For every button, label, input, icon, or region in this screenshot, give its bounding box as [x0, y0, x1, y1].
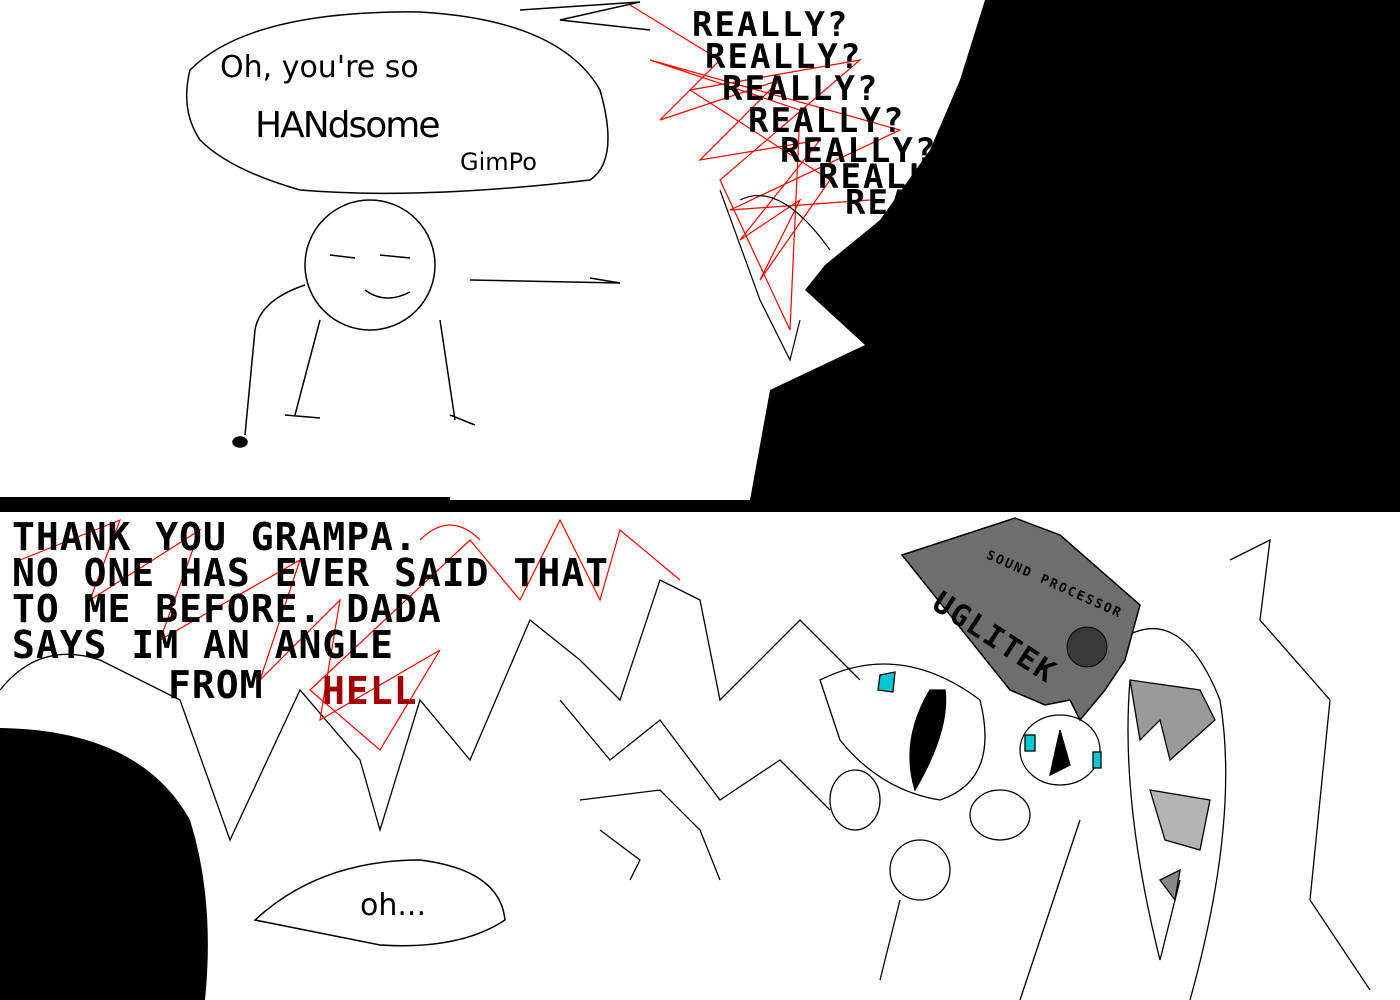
caption-line: FROM: [168, 663, 264, 707]
shout-line: REALLY?: [705, 37, 863, 77]
shout-line: REALLY?: [748, 101, 906, 141]
shout-line: REALLY?: [780, 131, 938, 171]
caption-line: NO ONE HAS EVER SAID THAT: [12, 551, 609, 595]
uglitek-sign: [900, 517, 1141, 722]
black-void-top: [750, 0, 1400, 500]
small-bubble-text: oh...: [360, 888, 426, 923]
speech-line-2: HANdsome: [255, 105, 440, 146]
red-scribble-bottom: [19, 518, 681, 751]
shout-line: REALLY?: [818, 157, 976, 197]
speech-line-3: GimPo: [460, 148, 537, 176]
small-speech-bubble: [253, 859, 506, 947]
caption-emphasis: HELL: [322, 669, 418, 713]
monster-creature: [819, 538, 1371, 1000]
shout-line: REALLY?: [692, 5, 850, 45]
caption-line: TO ME BEFORE. DADA: [12, 587, 442, 631]
speech-bubble-outline: [185, 11, 609, 195]
caption-line: THANK YOU GRAMPA.: [12, 515, 418, 559]
globe-icon: [1066, 626, 1108, 668]
stick-figure: [232, 199, 621, 448]
red-scribble: [629, 4, 902, 331]
shout-line: REALLY?: [722, 69, 880, 109]
black-void-bottom: [0, 728, 208, 1000]
caption-line: SAYS IM AN ANGLE: [12, 623, 395, 667]
shout-line: REALLY?: [845, 183, 1003, 223]
speech-line-1: Oh, you're so: [220, 50, 419, 85]
